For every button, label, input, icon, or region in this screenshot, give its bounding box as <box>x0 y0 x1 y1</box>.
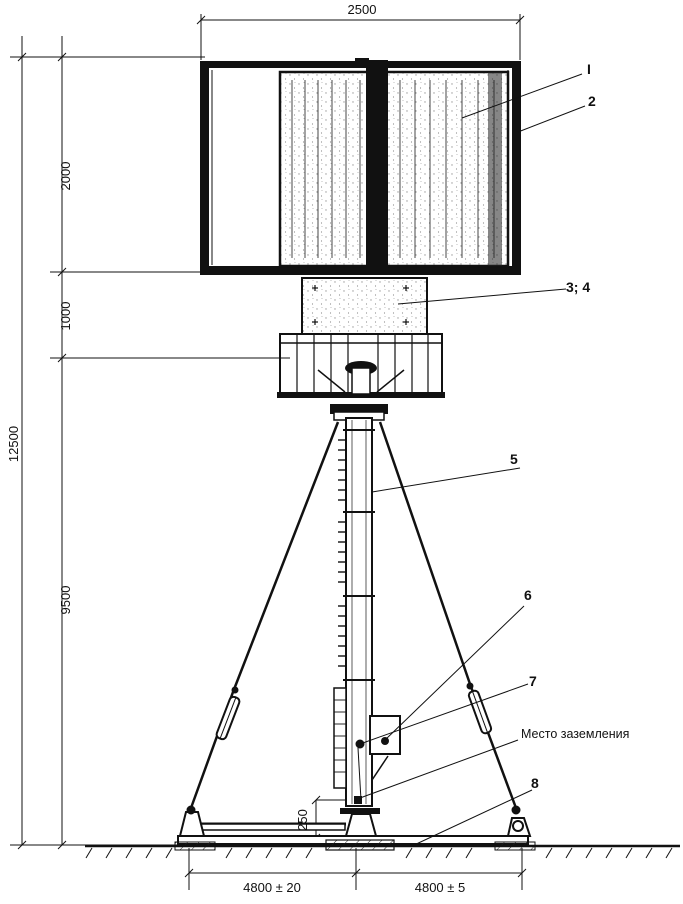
dim-mast-height: 9500 <box>58 586 73 615</box>
dim-base-left: 4800 ± 20 <box>243 880 301 895</box>
callout-3-4: 3; 4 <box>566 279 590 295</box>
dim-rotor-height: 2000 <box>58 162 73 191</box>
ground-line <box>85 844 680 859</box>
callout-1: I <box>587 61 591 77</box>
dim-base-right: 4800 ± 5 <box>415 880 466 895</box>
dim-total-height: 12500 <box>6 426 21 462</box>
callout-7: 7 <box>529 673 537 689</box>
callout-8: 8 <box>531 775 539 791</box>
callout-2: 2 <box>588 93 596 109</box>
callout-5: 5 <box>510 451 518 467</box>
leader-lines <box>359 73 586 847</box>
base-frame <box>174 805 536 851</box>
guy-wires <box>189 421 518 809</box>
dimension-lines <box>10 14 527 890</box>
dim-top-width: 2500 <box>348 2 377 17</box>
dim-ground-offset: 250 <box>295 809 310 831</box>
callout-6: 6 <box>524 587 532 603</box>
grounding-label: Место заземления <box>521 727 629 741</box>
service-platform <box>277 333 445 398</box>
gearbox-housing <box>301 277 428 335</box>
rotor-blades <box>278 58 510 270</box>
dim-gearbox-height: 1000 <box>58 302 73 331</box>
